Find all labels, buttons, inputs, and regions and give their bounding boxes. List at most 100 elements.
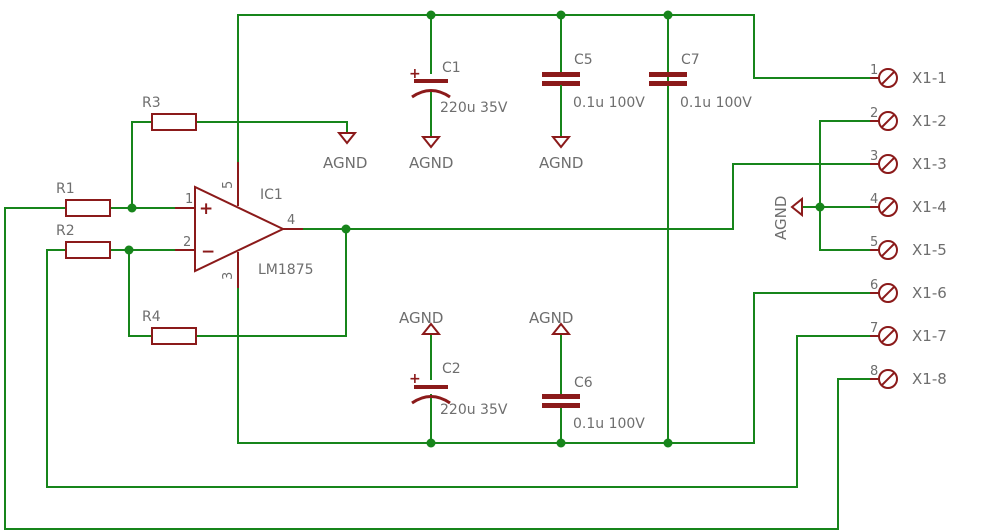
c6-label: C6 <box>574 375 593 391</box>
connector-pin-label: X1-2 <box>912 112 947 130</box>
capacitor-c7: C7 0.1u 100V <box>649 52 752 111</box>
terminal-slash <box>881 329 895 343</box>
terminal-icon <box>878 197 898 217</box>
terminal-icon <box>878 369 898 389</box>
ic1-label: IC1 <box>260 187 283 203</box>
wire-top-rail <box>237 14 871 79</box>
agnd-label: AGND <box>409 154 453 172</box>
cap-plate <box>542 394 580 399</box>
junction-dot <box>556 10 566 20</box>
resistor-r4: R4 <box>142 309 197 345</box>
terminal-slash <box>881 286 895 300</box>
connector-pin-label: X1-1 <box>912 69 947 87</box>
wire-output <box>302 163 871 230</box>
capacitor-c2: + C2 220u 35V <box>409 333 508 418</box>
junction-dot <box>124 245 134 255</box>
cap-plate <box>542 72 580 77</box>
connector-pin-label: X1-3 <box>912 155 947 173</box>
agnd-label: AGND <box>399 309 443 327</box>
r2-label: R2 <box>56 223 75 239</box>
junction-dot <box>663 438 673 448</box>
ground-icon <box>790 196 803 218</box>
resistor-body <box>65 199 111 217</box>
junction-dot <box>127 203 137 213</box>
resistor-r2: R2 <box>56 223 111 259</box>
resistor-r1: R1 <box>56 181 111 217</box>
cap-curved-plate <box>411 89 451 99</box>
wires <box>4 14 871 530</box>
terminal-icon <box>878 326 898 346</box>
connector-pin-number: 8 <box>870 364 878 379</box>
connector-pin-label: X1-5 <box>912 241 947 259</box>
c5-label: C5 <box>574 52 593 68</box>
connector-pin-label: X1-7 <box>912 327 947 345</box>
terminal-slash <box>881 71 895 85</box>
cap-plate <box>542 81 580 86</box>
pin-4-number: 4 <box>287 213 295 228</box>
connector-pin-number: 5 <box>870 235 878 250</box>
wire-r1-in <box>4 207 871 530</box>
agnd-symbol-c5: AGND <box>539 136 583 172</box>
cap-curved-plate <box>411 395 451 405</box>
junction-dot <box>663 10 673 20</box>
terminal-icon <box>878 68 898 88</box>
wire-r4-feedback <box>128 249 153 337</box>
junctions <box>124 10 825 448</box>
terminal-icon <box>878 240 898 260</box>
junction-dot <box>426 10 436 20</box>
plus-sign: + <box>199 199 213 219</box>
connector-pin-x1-1: 1 X1-1 <box>870 63 947 88</box>
agnd-symbol-c2: AGND <box>399 309 443 335</box>
wire-r2-in <box>46 249 871 488</box>
junction-dot <box>341 224 351 234</box>
connector-pin-number: 3 <box>870 149 878 164</box>
c7-value: 0.1u 100V <box>680 95 752 111</box>
agnd-label: AGND <box>323 154 367 172</box>
r3-label: R3 <box>142 95 161 111</box>
ground-icon <box>336 132 358 145</box>
agnd-label: AGND <box>539 154 583 172</box>
ground-icon <box>420 322 442 335</box>
pin-5-number: 5 <box>221 181 236 189</box>
cap-plate <box>542 403 580 408</box>
wire-agnd-connector <box>819 120 871 251</box>
agnd-label: AGND <box>529 309 573 327</box>
connector-pin-label: X1-8 <box>912 370 947 388</box>
c6-value: 0.1u 100V <box>573 416 645 432</box>
pin-1-number: 1 <box>185 192 193 207</box>
connector-pin-number: 1 <box>870 63 878 78</box>
junction-dot <box>556 438 566 448</box>
ic1-value: LM1875 <box>258 262 314 278</box>
ground-icon <box>550 322 572 335</box>
opamp-ic1: + − 1 2 4 5 3 IC1 LM1875 <box>175 162 314 288</box>
terminal-slash <box>881 243 895 257</box>
ground-icon <box>550 136 572 149</box>
wire-r3-to-agnd <box>195 121 348 134</box>
c1-label: C1 <box>442 60 461 76</box>
capacitor-c6: C6 0.1u 100V <box>542 333 645 432</box>
terminal-icon <box>878 283 898 303</box>
c5-value: 0.1u 100V <box>573 95 645 111</box>
resistor-body <box>151 327 197 345</box>
connector-pin-label: X1-4 <box>912 198 947 216</box>
terminal-icon <box>878 111 898 131</box>
c7-label: C7 <box>681 52 700 68</box>
c2-label: C2 <box>442 361 461 377</box>
terminal-slash <box>881 114 895 128</box>
pin-3-number: 3 <box>221 272 236 280</box>
terminal-icon <box>878 154 898 174</box>
resistor-body <box>151 113 197 131</box>
connector-pin-x1-8: 8 X1-8 <box>870 364 947 389</box>
agnd-symbol-c6: AGND <box>529 309 573 335</box>
minus-sign: − <box>201 242 215 262</box>
wire-ic-pin3-to-rail <box>237 287 871 444</box>
ground-icon <box>420 136 442 149</box>
r4-label: R4 <box>142 309 161 325</box>
c1-value: 220u 35V <box>440 100 508 116</box>
